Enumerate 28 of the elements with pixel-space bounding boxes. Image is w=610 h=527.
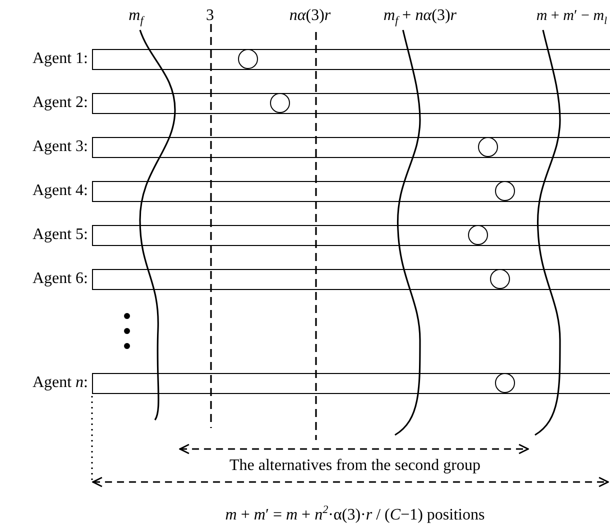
- row-label: Agent n:: [31, 373, 88, 393]
- agent-bar: [92, 137, 610, 158]
- row-label: Agent 5:: [31, 225, 88, 245]
- agent-bar: [92, 373, 610, 394]
- row-label: Agent 4:: [31, 181, 88, 201]
- row-label: Agent 3:: [31, 137, 88, 157]
- position-circle: [478, 137, 498, 157]
- formula-text: m + m′ = m + n$^{2}$·α(3)·r / (C−1) positions: [224, 503, 486, 526]
- position-circle: [495, 373, 515, 393]
- axis-label: m$_{f}$ + nα(3)r: [382, 6, 458, 30]
- row-label: Agent 2:: [31, 93, 88, 113]
- axis-label: 3: [205, 6, 215, 26]
- position-circle: [238, 49, 258, 69]
- axis-label: m$_{f}$: [128, 6, 146, 30]
- position-circle: [490, 269, 510, 289]
- axis-label: nα(3)r: [288, 6, 332, 26]
- position-circle: [495, 181, 515, 201]
- range-caption: The alternatives from the second group: [228, 456, 482, 476]
- agent-bar: [92, 269, 610, 290]
- agent-bar: [92, 49, 610, 70]
- position-circle: [270, 93, 290, 113]
- position-circle: [468, 225, 488, 245]
- agent-bar: [92, 93, 610, 114]
- agent-bar: [92, 181, 610, 202]
- row-label: Agent 6:: [31, 269, 88, 289]
- row-label: Agent 1:: [31, 49, 88, 69]
- agent-bar: [92, 225, 610, 246]
- axis-label: m + m′ − m$_{l}$: [535, 7, 608, 29]
